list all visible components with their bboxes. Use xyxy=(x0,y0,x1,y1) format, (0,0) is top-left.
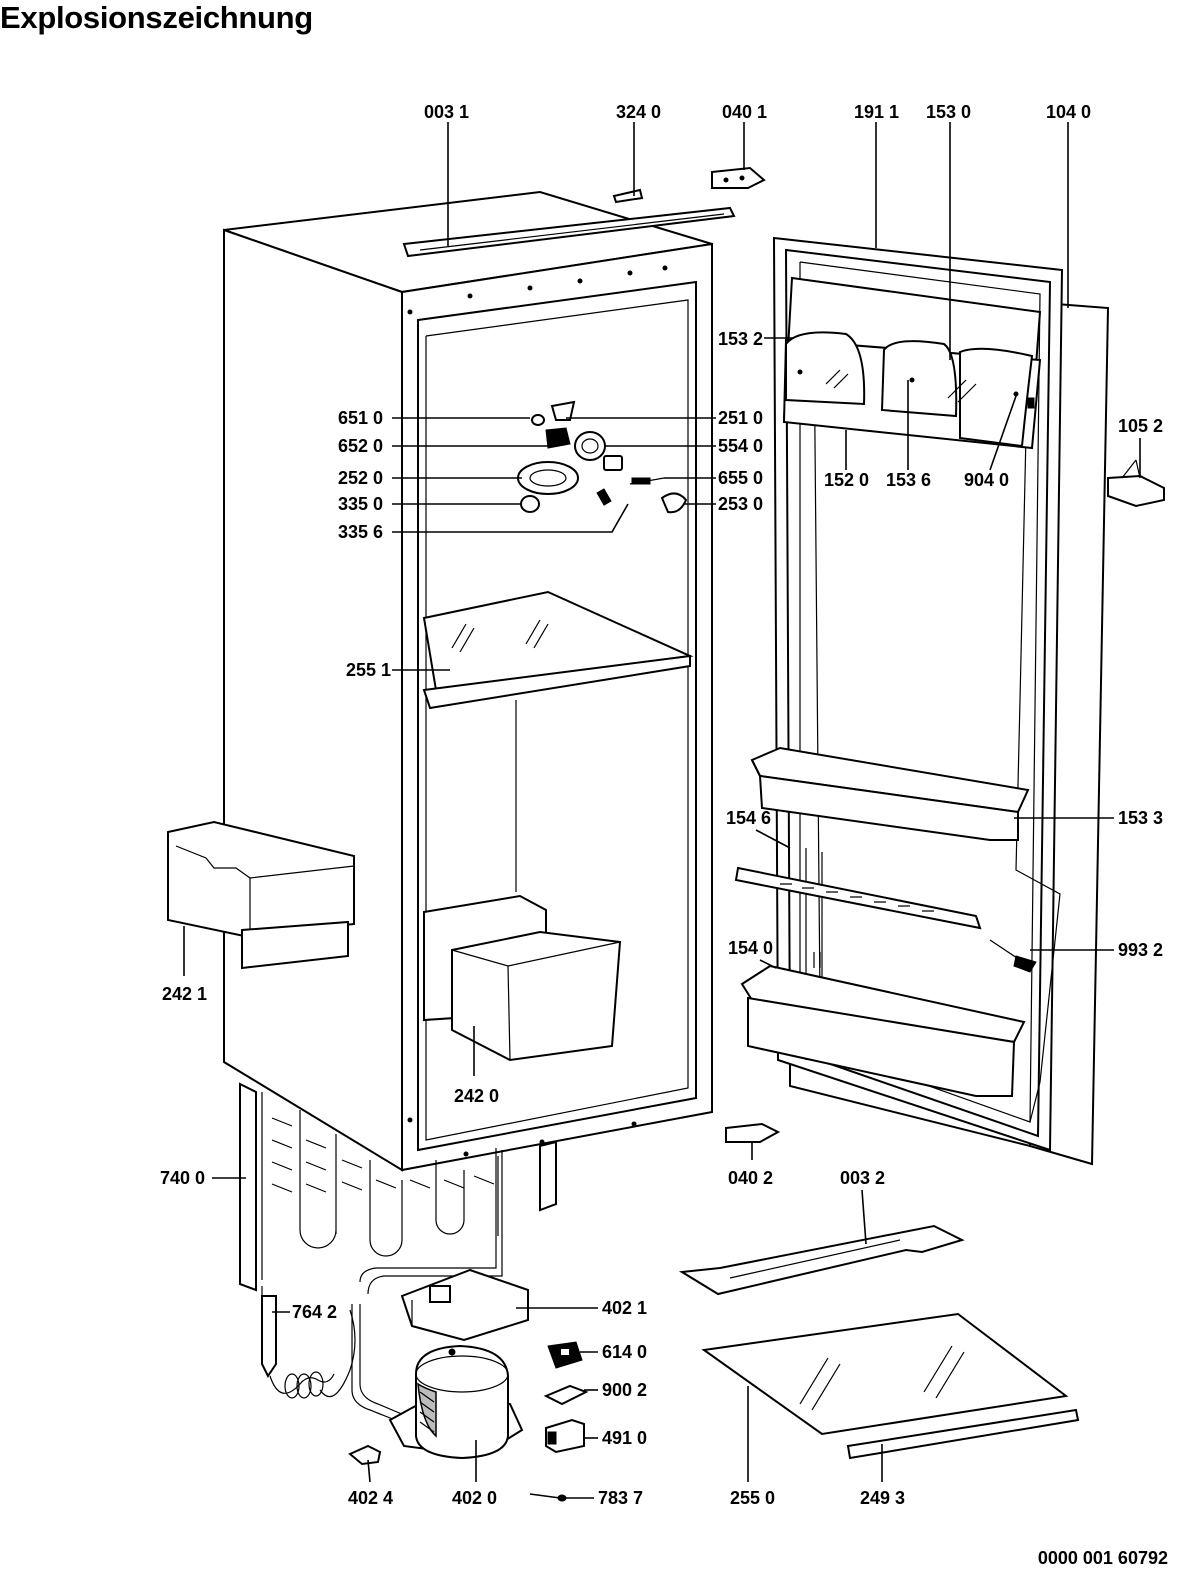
label-255-1: 255 1 xyxy=(346,660,391,680)
label-152-0: 152 0 xyxy=(824,470,869,490)
capillary-764-2 xyxy=(261,1295,356,1399)
label-491-0: 491 0 xyxy=(602,1428,647,1448)
part-labels: 003 1 324 0 040 1 191 1 153 0 104 0 153 … xyxy=(160,102,1163,1508)
label-242-1: 242 1 xyxy=(162,984,207,1004)
label-614-0: 614 0 xyxy=(602,1342,647,1362)
label-651-0: 651 0 xyxy=(338,408,383,428)
label-783-7: 783 7 xyxy=(598,1488,643,1508)
label-740-0: 740 0 xyxy=(160,1168,205,1188)
label-764-2: 764 2 xyxy=(292,1302,337,1322)
rail-003-2 xyxy=(678,1224,965,1296)
glass-shelf-255-0 xyxy=(701,1312,1069,1436)
label-900-2: 900 2 xyxy=(602,1380,647,1400)
label-153-3: 153 3 xyxy=(1118,808,1163,828)
part-491-0 xyxy=(545,1418,585,1454)
label-003-1: 003 1 xyxy=(424,102,469,122)
label-104-0: 104 0 xyxy=(1046,102,1091,122)
door xyxy=(734,236,1165,1166)
condenser-740-0 xyxy=(239,1082,557,1317)
bracket-402-1 xyxy=(400,1268,529,1342)
label-652-0: 652 0 xyxy=(338,436,383,456)
label-251-0: 251 0 xyxy=(718,408,763,428)
label-154-0: 154 0 xyxy=(728,938,773,958)
label-993-2: 993 2 xyxy=(1118,940,1163,960)
label-105-2: 105 2 xyxy=(1118,416,1163,436)
suction-line xyxy=(351,1148,503,1435)
label-402-4: 402 4 xyxy=(348,1488,393,1508)
label-402-0: 402 0 xyxy=(452,1488,497,1508)
label-153-0: 153 0 xyxy=(926,102,971,122)
label-324-0: 324 0 xyxy=(616,102,661,122)
part-324-0 xyxy=(612,188,644,204)
relay-614-0 xyxy=(547,1341,583,1369)
label-153-2: 153 2 xyxy=(718,329,763,349)
label-040-2: 040 2 xyxy=(728,1168,773,1188)
clip-402-4 xyxy=(348,1444,382,1466)
label-554-0: 554 0 xyxy=(718,436,763,456)
part-783-7 xyxy=(529,1493,567,1502)
document-number: 0000 001 60792 xyxy=(1037,1548,1168,1568)
thermostat-assembly xyxy=(517,400,688,514)
label-003-2: 003 2 xyxy=(840,1168,885,1188)
crisper-242-1 xyxy=(167,820,355,970)
label-335-0: 335 0 xyxy=(338,494,383,514)
label-154-6: 154 6 xyxy=(726,808,771,828)
label-255-0: 255 0 xyxy=(730,1488,775,1508)
hinge-040-1 xyxy=(711,166,766,189)
top-rail xyxy=(402,206,736,258)
label-904-0: 904 0 xyxy=(964,470,1009,490)
hinge-040-2 xyxy=(725,1122,781,1143)
compressor-402-0 xyxy=(388,1344,524,1460)
label-252-0: 252 0 xyxy=(338,468,383,488)
label-249-3: 249 3 xyxy=(860,1488,905,1508)
label-242-0: 242 0 xyxy=(454,1086,499,1106)
label-153-6: 153 6 xyxy=(886,470,931,490)
label-402-1: 402 1 xyxy=(602,1298,647,1318)
label-655-0: 655 0 xyxy=(718,468,763,488)
page-title: Explosionszeichnung xyxy=(0,0,313,35)
strip-249-3 xyxy=(846,1408,1080,1460)
leader-lines xyxy=(183,122,1141,1499)
cabinet-body xyxy=(223,190,713,1172)
label-040-1: 040 1 xyxy=(722,102,767,122)
part-900-2 xyxy=(543,1384,589,1406)
label-335-6: 335 6 xyxy=(338,522,383,542)
label-253-0: 253 0 xyxy=(718,494,763,514)
label-191-1: 191 1 xyxy=(854,102,899,122)
